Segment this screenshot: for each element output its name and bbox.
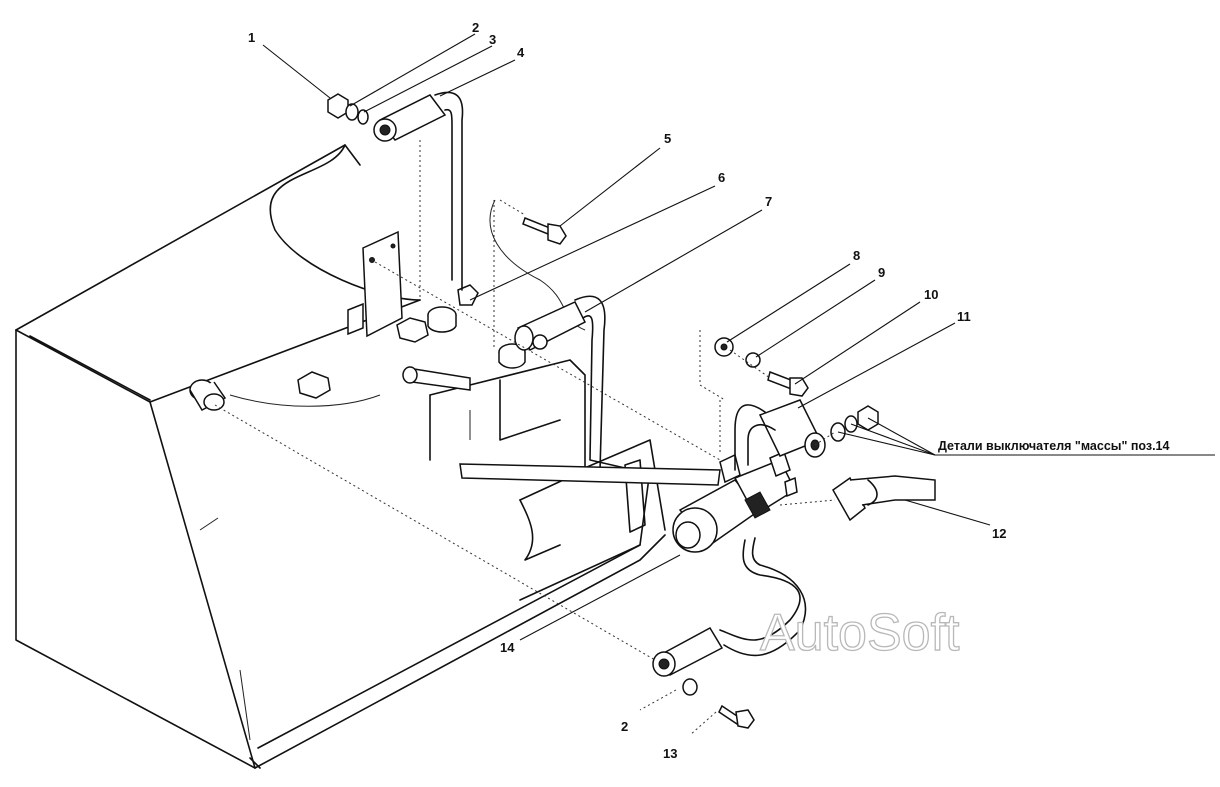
callout-3: 3	[489, 32, 496, 47]
battery	[429, 359, 586, 561]
mounting-plate	[347, 230, 403, 338]
callout-6: 6	[718, 170, 725, 185]
callout-labels: 1 2 3 4 5 6 7 8 9 10 11 12 14 2 13	[248, 20, 1006, 761]
battery-switch	[459, 450, 798, 553]
battery-box	[15, 144, 666, 769]
cable-top	[373, 91, 464, 291]
watermark: AutoSoft	[760, 604, 960, 662]
leader-lines	[262, 33, 1215, 641]
fasteners-right	[714, 337, 809, 397]
callout-2-top: 2	[472, 20, 479, 35]
harness-connector	[832, 475, 936, 522]
callout-9: 9	[878, 265, 885, 280]
callout-5: 5	[664, 131, 671, 146]
callout-11: 11	[957, 309, 971, 324]
cable-bottom	[652, 537, 807, 696]
callout-2-bottom: 2	[621, 719, 628, 734]
assembly-lines	[214, 140, 836, 736]
callout-1: 1	[248, 30, 255, 45]
bolt-5	[522, 217, 567, 245]
fasteners-top	[327, 93, 369, 125]
callout-10: 10	[924, 287, 938, 302]
callout-14: 14	[500, 640, 515, 655]
callout-13: 13	[663, 746, 677, 761]
callout-8: 8	[853, 248, 860, 263]
switch-parts-note: Детали выключателя "массы" поз.14	[938, 439, 1170, 453]
cable-middle	[402, 295, 641, 476]
battery-terminals	[297, 284, 526, 399]
cable-right	[734, 399, 826, 471]
callout-4: 4	[517, 45, 525, 60]
spacer-bushing	[189, 379, 227, 411]
callout-12: 12	[992, 526, 1006, 541]
callout-7: 7	[765, 194, 772, 209]
bolt-13	[718, 704, 755, 729]
